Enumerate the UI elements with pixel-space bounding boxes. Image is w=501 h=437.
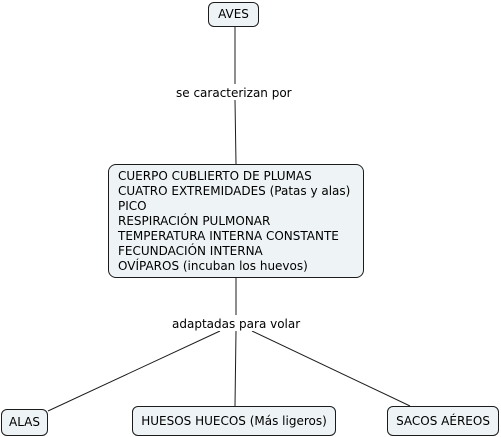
line-label-to-huesos: [234, 330, 237, 407]
line-label-to-alas: [47, 330, 221, 412]
characteristic-line: RESPIRACIÓN PULMONAR: [118, 214, 271, 228]
characteristic-line: CUERPO CUBLIERTO DE PLUMAS: [118, 169, 312, 183]
concept-huesos-huecos[interactable]: HUESOS HUECOS (Más ligeros): [132, 406, 336, 436]
characteristic-line: CUATRO EXTREMIDADES (Patas y alas): [118, 184, 351, 198]
concept-sacos-aereos[interactable]: SACOS AÉREOS: [387, 406, 499, 436]
characteristic-line: OVÍPAROS (incuban los huevos): [118, 259, 308, 273]
concept-aves-label: AVES: [218, 7, 249, 21]
characteristic-line: TEMPERATURA INTERNA CONSTANTE: [118, 229, 339, 243]
link-label-adaptadas: adaptadas para volar: [170, 317, 303, 331]
line-label-to-sacos: [251, 330, 411, 407]
concept-caracteristicas[interactable]: CUERPO CUBLIERTO DE PLUMAS CUATRO EXTREM…: [108, 164, 364, 278]
link-label-caracterizan: se caracterizan por: [174, 86, 294, 100]
characteristic-line: PICO: [118, 199, 147, 213]
line-label-to-main: [234, 99, 237, 165]
characteristic-line: FECUNDACIÓN INTERNA: [118, 244, 263, 258]
concept-alas[interactable]: ALAS: [1, 409, 48, 436]
concept-aves[interactable]: AVES: [208, 2, 259, 27]
